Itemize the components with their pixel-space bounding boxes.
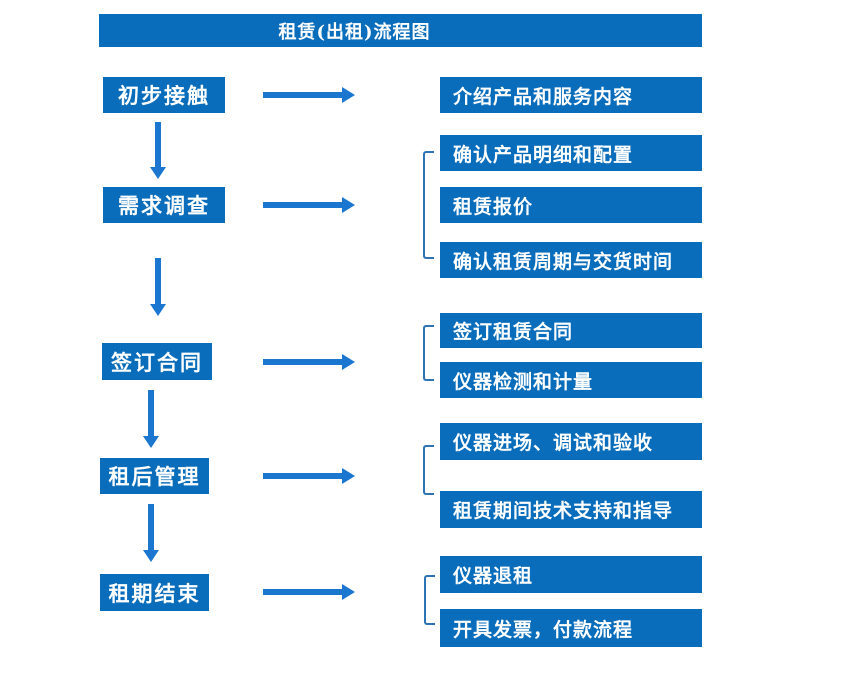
page-title: 租赁(出租)流程图 <box>278 21 431 43</box>
arrow-shaft <box>263 473 343 479</box>
arrow-shaft <box>155 258 161 305</box>
detail-box-instrument-testing: 仪器检测和计量 <box>440 362 702 398</box>
group-bracket <box>423 151 434 259</box>
detail-box-instrument-setup-acceptance: 仪器进场、调试和验收 <box>440 423 702 460</box>
arrow-head <box>342 354 355 370</box>
step-box-post-rental-management: 租后管理 <box>100 458 209 494</box>
arrow-down-icon <box>150 122 166 179</box>
arrow-shaft <box>263 589 343 595</box>
step-box-demand-survey: 需求调查 <box>103 187 225 223</box>
arrow-head <box>342 197 355 213</box>
arrow-head <box>143 550 159 562</box>
arrow-right-icon <box>263 468 355 484</box>
arrow-shaft <box>263 202 343 208</box>
arrow-head <box>150 304 166 316</box>
detail-box-introduce-products: 介绍产品和服务内容 <box>440 77 702 113</box>
step-box-sign-contract: 签订合同 <box>102 343 212 380</box>
step-box-initial-contact: 初步接触 <box>103 77 225 113</box>
arrow-down-icon <box>143 390 159 448</box>
detail-box-rental-quotation: 租赁报价 <box>440 187 702 223</box>
detail-box-tech-support: 租赁期间技术支持和指导 <box>440 491 702 528</box>
arrow-down-icon <box>143 504 159 562</box>
arrow-head <box>342 468 355 484</box>
arrow-shaft <box>155 122 161 168</box>
flowchart-title-bar: 租赁(出租)流程图 <box>99 14 702 47</box>
detail-box-invoice-payment: 开具发票，付款流程 <box>440 609 702 647</box>
detail-box-confirm-period-delivery: 确认租赁周期与交货时间 <box>440 242 702 278</box>
arrow-shaft <box>148 390 154 437</box>
arrow-head <box>150 167 166 179</box>
detail-box-instrument-return: 仪器退租 <box>440 556 702 593</box>
group-bracket <box>424 575 435 625</box>
arrow-shaft <box>148 504 154 551</box>
group-bracket <box>423 325 434 381</box>
arrow-shaft <box>263 92 343 98</box>
arrow-right-icon <box>263 584 355 600</box>
arrow-right-icon <box>263 354 355 370</box>
step-box-rental-end: 租期结束 <box>100 574 209 611</box>
arrow-down-icon <box>150 258 166 316</box>
detail-box-sign-rental-contract: 签订租赁合同 <box>440 313 702 348</box>
arrow-right-icon <box>263 87 355 103</box>
arrow-shaft <box>263 359 343 365</box>
detail-box-confirm-product-config: 确认产品明细和配置 <box>440 135 702 171</box>
group-bracket <box>423 445 434 495</box>
arrow-head <box>342 87 355 103</box>
arrow-right-icon <box>263 197 355 213</box>
arrow-head <box>143 436 159 448</box>
arrow-head <box>342 584 355 600</box>
